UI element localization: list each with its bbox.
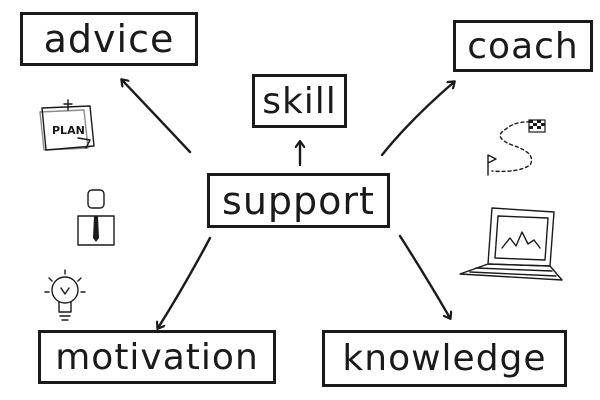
support-label: support xyxy=(222,178,375,223)
coach-box: coach xyxy=(453,20,593,72)
skill-label: skill xyxy=(262,80,337,122)
lightbulb-icon xyxy=(44,269,86,321)
plan-note-label: PLAN xyxy=(52,124,85,137)
support-center-box: support xyxy=(207,173,390,228)
plan-note-icon: PLAN xyxy=(39,99,95,151)
businessman-icon xyxy=(77,189,115,246)
arrow-to-knowledge xyxy=(398,234,450,318)
laptop-icon xyxy=(459,207,563,281)
knowledge-box: knowledge xyxy=(322,330,567,387)
advice-box: advice xyxy=(20,12,198,66)
arrow-to-advice xyxy=(122,80,192,154)
knowledge-label: knowledge xyxy=(342,338,547,379)
arrow-to-coach xyxy=(380,82,454,157)
advice-label: advice xyxy=(43,17,175,61)
coach-label: coach xyxy=(467,25,579,67)
motivation-label: motivation xyxy=(55,336,259,378)
arrow-to-motivation xyxy=(158,236,212,328)
skill-box: skill xyxy=(252,74,347,128)
motivation-box: motivation xyxy=(38,330,276,384)
route-map-icon xyxy=(487,119,546,176)
